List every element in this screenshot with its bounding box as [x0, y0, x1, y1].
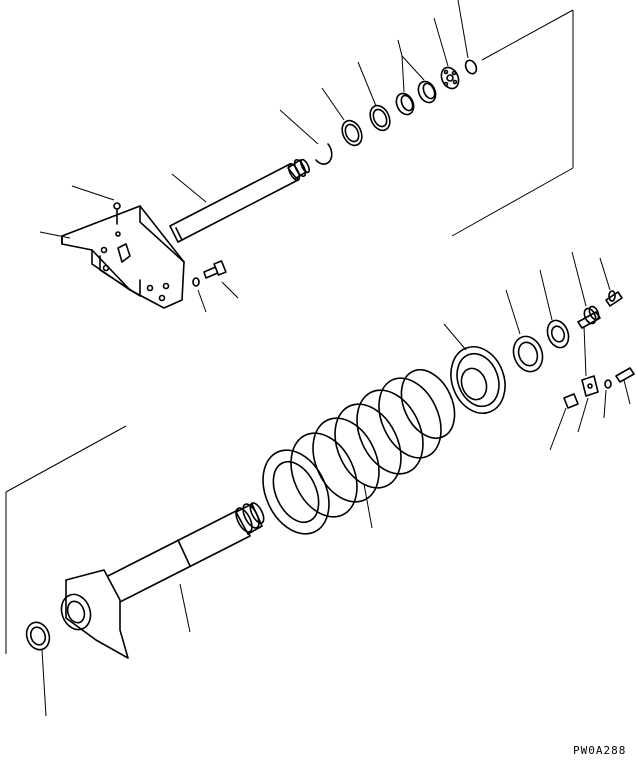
nut: [440, 66, 460, 90]
lower-rod: [103, 502, 265, 605]
lower-group-frame: [5, 425, 127, 654]
snap-ring: [315, 143, 333, 165]
recoil-spring: [262, 369, 456, 535]
bushing-1: [395, 92, 415, 116]
bushing-2: [417, 80, 437, 104]
collar: [512, 335, 544, 373]
washer-plate: [546, 319, 570, 349]
upper-rod: [169, 158, 310, 243]
spring-seat: [450, 346, 506, 414]
bracket: [61, 202, 185, 309]
small-plate: [563, 393, 579, 409]
adjust-screw: [577, 305, 601, 329]
bushing-lower: [25, 621, 51, 651]
upper-right-bolt: [605, 290, 623, 307]
yoke: [60, 569, 129, 659]
lock-plate: [581, 375, 599, 397]
upper-group-frame: [451, 9, 574, 237]
leader-lines: [39, 0, 631, 717]
o-ring: [464, 59, 478, 75]
seal-ring-1: [341, 119, 363, 147]
seal-ring-2: [369, 104, 391, 132]
drawing-code: PW0A288: [573, 744, 626, 757]
bracket-bolt: [192, 260, 227, 287]
lock-bolt: [604, 367, 635, 389]
